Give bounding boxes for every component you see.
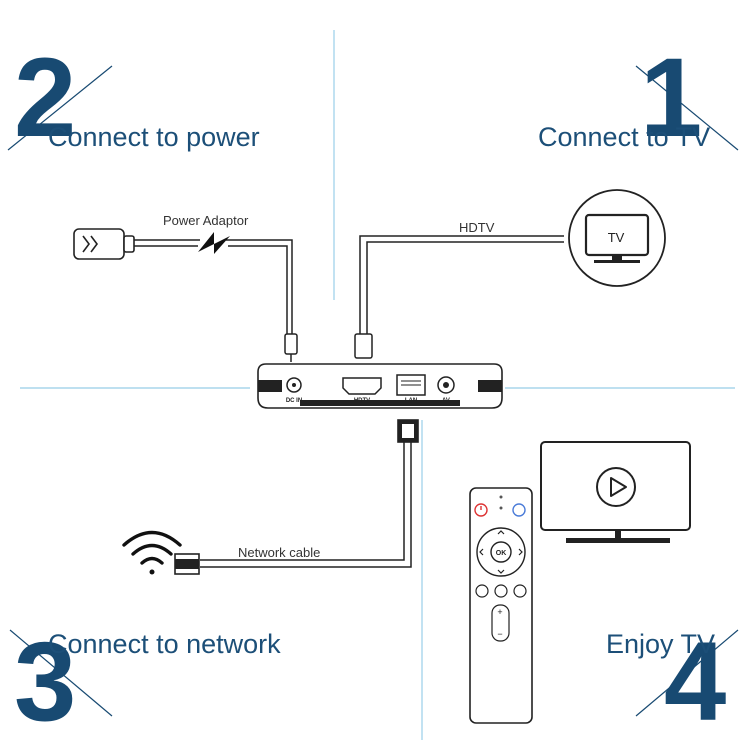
home-button-icon <box>494 584 508 598</box>
power-cable <box>134 239 293 334</box>
dc-plug <box>284 333 298 355</box>
network-cable-label: Network cable <box>238 545 321 560</box>
tv-screen-icon <box>540 441 691 543</box>
step-number-2: 2 <box>14 35 77 160</box>
port-label-dcin: DC IN <box>286 398 302 404</box>
step-label-2: Connect to power <box>48 122 260 152</box>
number-slashes <box>7 65 739 717</box>
ok-button <box>490 541 512 563</box>
power-adaptor-label: Power Adaptor <box>163 213 249 228</box>
hdmi-port <box>342 377 382 395</box>
hdmi-plug <box>354 333 373 359</box>
back-button-icon <box>475 584 489 598</box>
guide-lines <box>20 30 735 740</box>
step-number-4: 4 <box>664 619 727 744</box>
set-top-box <box>257 363 503 409</box>
remote-ok-label: OK <box>496 550 507 557</box>
slash-1 <box>635 65 739 151</box>
network-cable <box>200 442 412 568</box>
slash-4 <box>635 629 739 717</box>
step-label-4: Enjoy TV <box>606 629 716 659</box>
wifi-icon <box>122 530 182 575</box>
power-plug-icon <box>73 228 135 260</box>
remote-plus-label: + <box>497 607 502 617</box>
assistant-button-icon <box>512 503 526 517</box>
menu-button-icon <box>513 584 527 598</box>
lightning-icon <box>198 232 230 254</box>
remote-minus-label: − <box>497 629 502 639</box>
tv-icon <box>568 189 666 287</box>
slash-2 <box>7 65 113 151</box>
step-label-3: Connect to network <box>48 629 281 659</box>
tv-icon-text: TV <box>608 230 625 245</box>
hdtv-cable <box>359 235 564 334</box>
port-label-av: AV <box>442 398 450 404</box>
slash-3 <box>9 629 113 717</box>
step-number-1: 1 <box>640 35 703 160</box>
remote-control <box>469 487 533 724</box>
step-number-3: 3 <box>14 619 77 744</box>
port-label-hdtv: HDTV <box>354 398 370 404</box>
volume-rocker <box>491 604 510 642</box>
port-label-lan: LAN <box>405 398 417 404</box>
step-label-1: Connect to TV <box>538 122 711 152</box>
hdtv-cable-label: HDTV <box>459 220 495 235</box>
